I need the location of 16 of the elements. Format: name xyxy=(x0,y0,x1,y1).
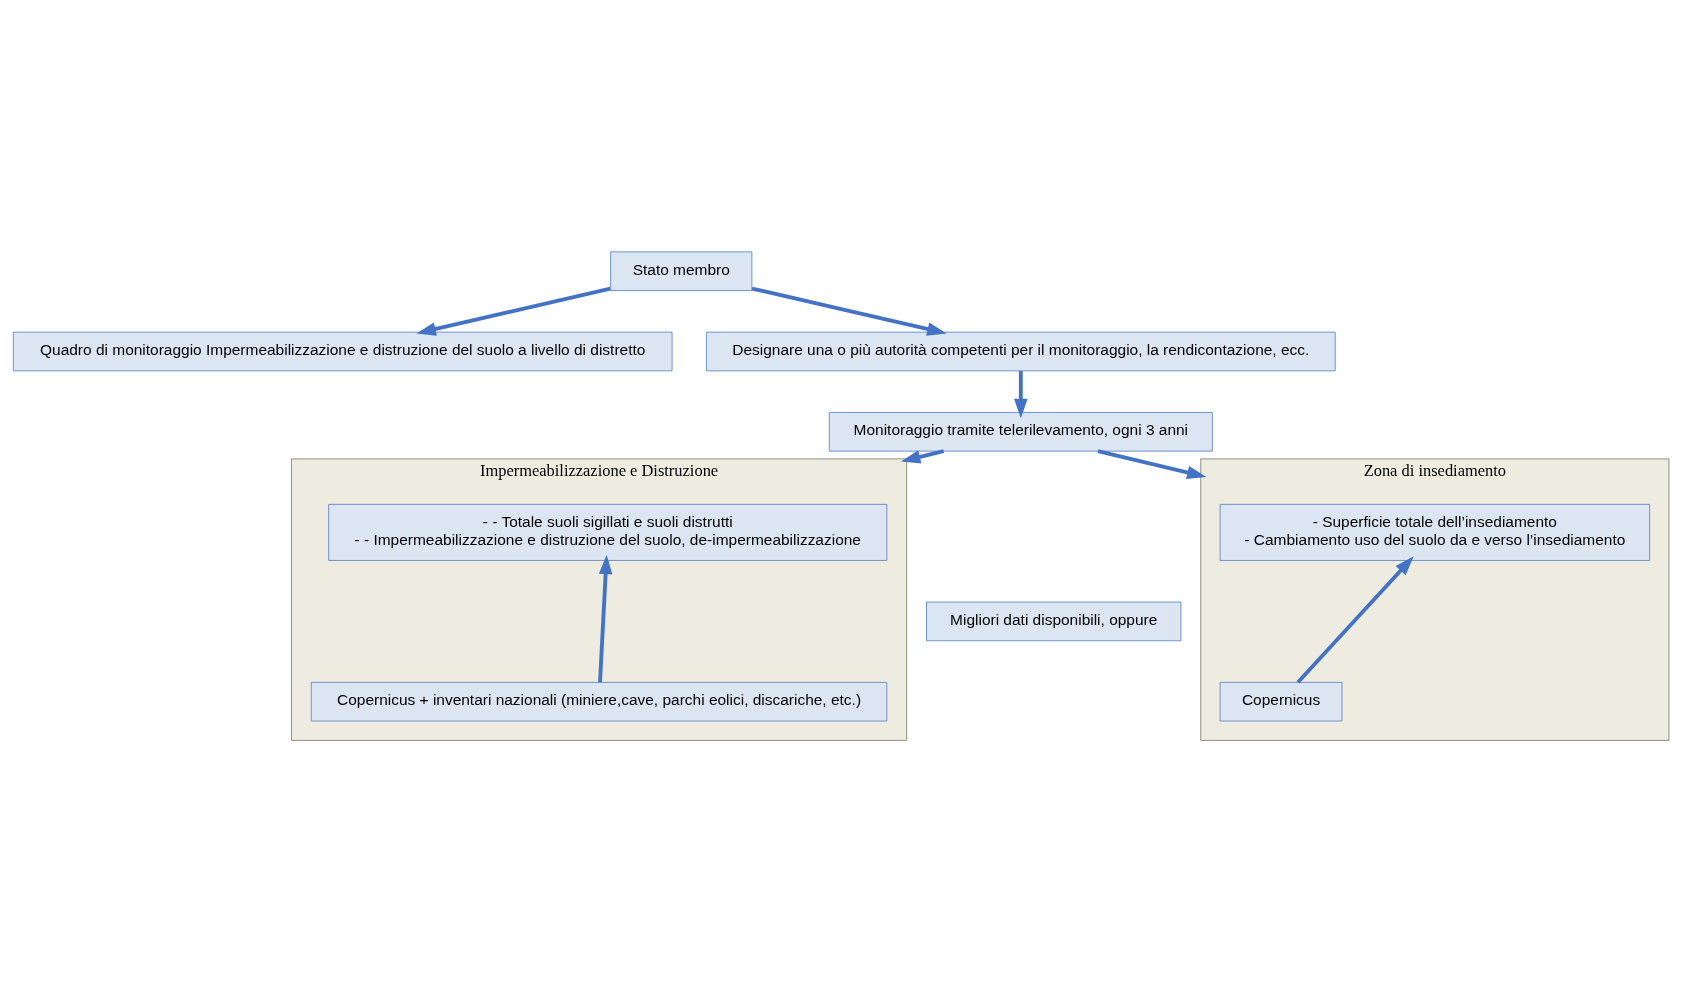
node-box: Migliori dati disponibili, oppure xyxy=(926,601,1182,641)
node-box: Copernicus + inventari nazionali (miniere,cave, parchi eolici, discariche, etc.) xyxy=(310,681,888,722)
node-box: Stato membro xyxy=(610,250,753,291)
node-box: Copernicus xyxy=(1219,681,1343,722)
arrow xyxy=(751,286,947,336)
arrow xyxy=(900,448,945,463)
node-box: - - Totale suoli sigillati e suoli distrutti - - Impermeabilizzazione e distruzione del suolo, de-impermeabilizzazione xyxy=(328,503,888,561)
node-box: Designare una o più autorità competenti per il monitoraggio, la rendicontazione, ecc. xyxy=(705,331,1336,371)
arrow xyxy=(598,554,613,682)
node-box: Monitoraggio tramite telerilevamento, ogni 3 anni xyxy=(828,411,1213,452)
node-box: - Superficie totale dell’insediamento - Cambiamento uso del suolo da e verso l’insediamento xyxy=(1219,503,1651,561)
arrow xyxy=(1296,555,1414,684)
arrow xyxy=(1014,370,1028,418)
arrow xyxy=(416,286,611,336)
arrow xyxy=(1097,448,1207,479)
node-box: Quadro di monitoraggio Impermeabilizzazione e distruzione del suolo a livello di distretto xyxy=(12,331,673,371)
